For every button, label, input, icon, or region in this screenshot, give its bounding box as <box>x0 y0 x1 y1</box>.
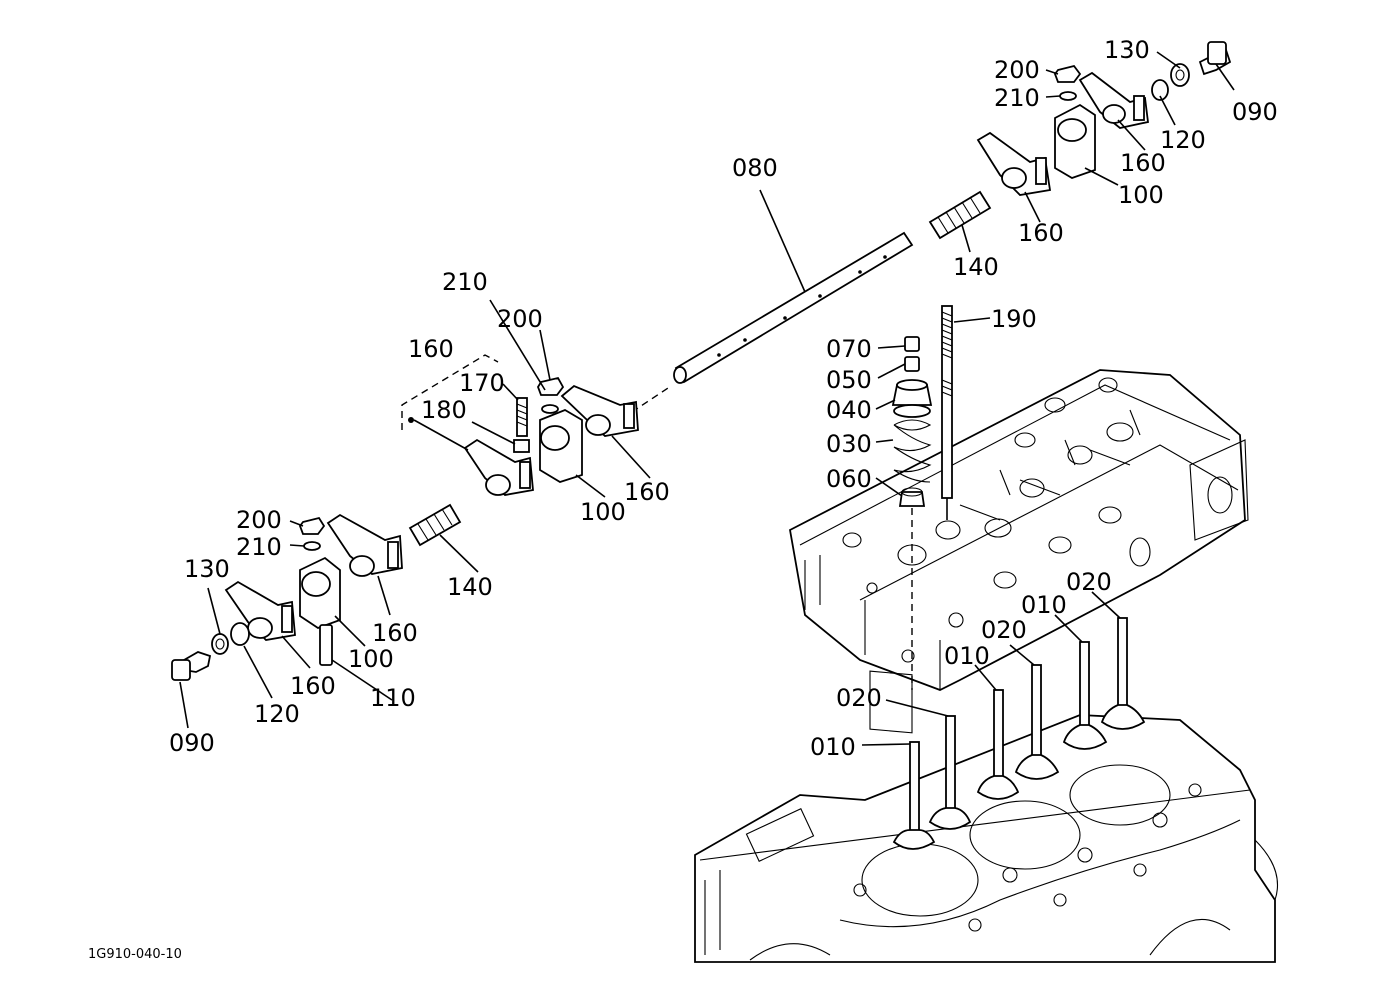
callout-100: 100 <box>580 498 626 526</box>
callout-010: 010 <box>944 642 990 670</box>
callout-110: 110 <box>370 684 416 712</box>
callout-090: 090 <box>169 729 215 757</box>
callout-010: 010 <box>1021 591 1067 619</box>
callout-120: 120 <box>254 700 300 728</box>
callout-160: 160 <box>290 672 336 700</box>
leader-lines <box>179 51 1235 746</box>
callout-160: 160 <box>372 619 418 647</box>
callout-180: 180 <box>421 396 467 424</box>
valves <box>892 617 1146 850</box>
callout-140: 140 <box>953 253 999 281</box>
callout-090: 090 <box>1232 98 1278 126</box>
callout-130: 130 <box>1104 36 1150 64</box>
callout-160: 160 <box>1120 149 1166 177</box>
rocker-assembly-left <box>171 503 462 681</box>
callout-030: 030 <box>826 430 872 458</box>
callout-labels: 090 130 200 210 120 160 100 160 140 080 … <box>169 36 1278 761</box>
rocker-shaft <box>631 231 914 413</box>
callout-070: 070 <box>826 335 872 363</box>
callout-170: 170 <box>459 369 505 397</box>
cylinder-block <box>694 714 1279 963</box>
callout-050: 050 <box>826 366 872 394</box>
callout-200: 200 <box>497 305 543 333</box>
rocker-assembly-right <box>928 41 1232 240</box>
callout-020: 020 <box>836 684 882 712</box>
callout-210: 210 <box>994 84 1040 112</box>
cylinder-head <box>788 369 1249 734</box>
callout-130: 130 <box>184 555 230 583</box>
callout-210: 210 <box>442 268 488 296</box>
callout-080: 080 <box>732 154 778 182</box>
callout-020: 020 <box>981 616 1027 644</box>
callout-160: 160 <box>1018 219 1064 247</box>
callout-060: 060 <box>826 465 872 493</box>
valve-spring-assembly <box>891 336 933 690</box>
callout-160: 160 <box>408 335 454 363</box>
callout-040: 040 <box>826 396 872 424</box>
callout-020: 020 <box>1066 568 1112 596</box>
callout-160: 160 <box>624 478 670 506</box>
stud-bolt <box>941 305 953 520</box>
callout-210: 210 <box>236 533 282 561</box>
callout-140: 140 <box>447 573 493 601</box>
callout-120: 120 <box>1160 126 1206 154</box>
callout-190: 190 <box>991 305 1037 333</box>
callout-200: 200 <box>994 56 1040 84</box>
callout-100: 100 <box>348 645 394 673</box>
callout-010: 010 <box>810 733 856 761</box>
drawing-code: 1G910-040-10 <box>88 947 182 962</box>
callout-100: 100 <box>1118 181 1164 209</box>
callout-200: 200 <box>236 506 282 534</box>
rocker-assembly-middle <box>401 354 639 496</box>
